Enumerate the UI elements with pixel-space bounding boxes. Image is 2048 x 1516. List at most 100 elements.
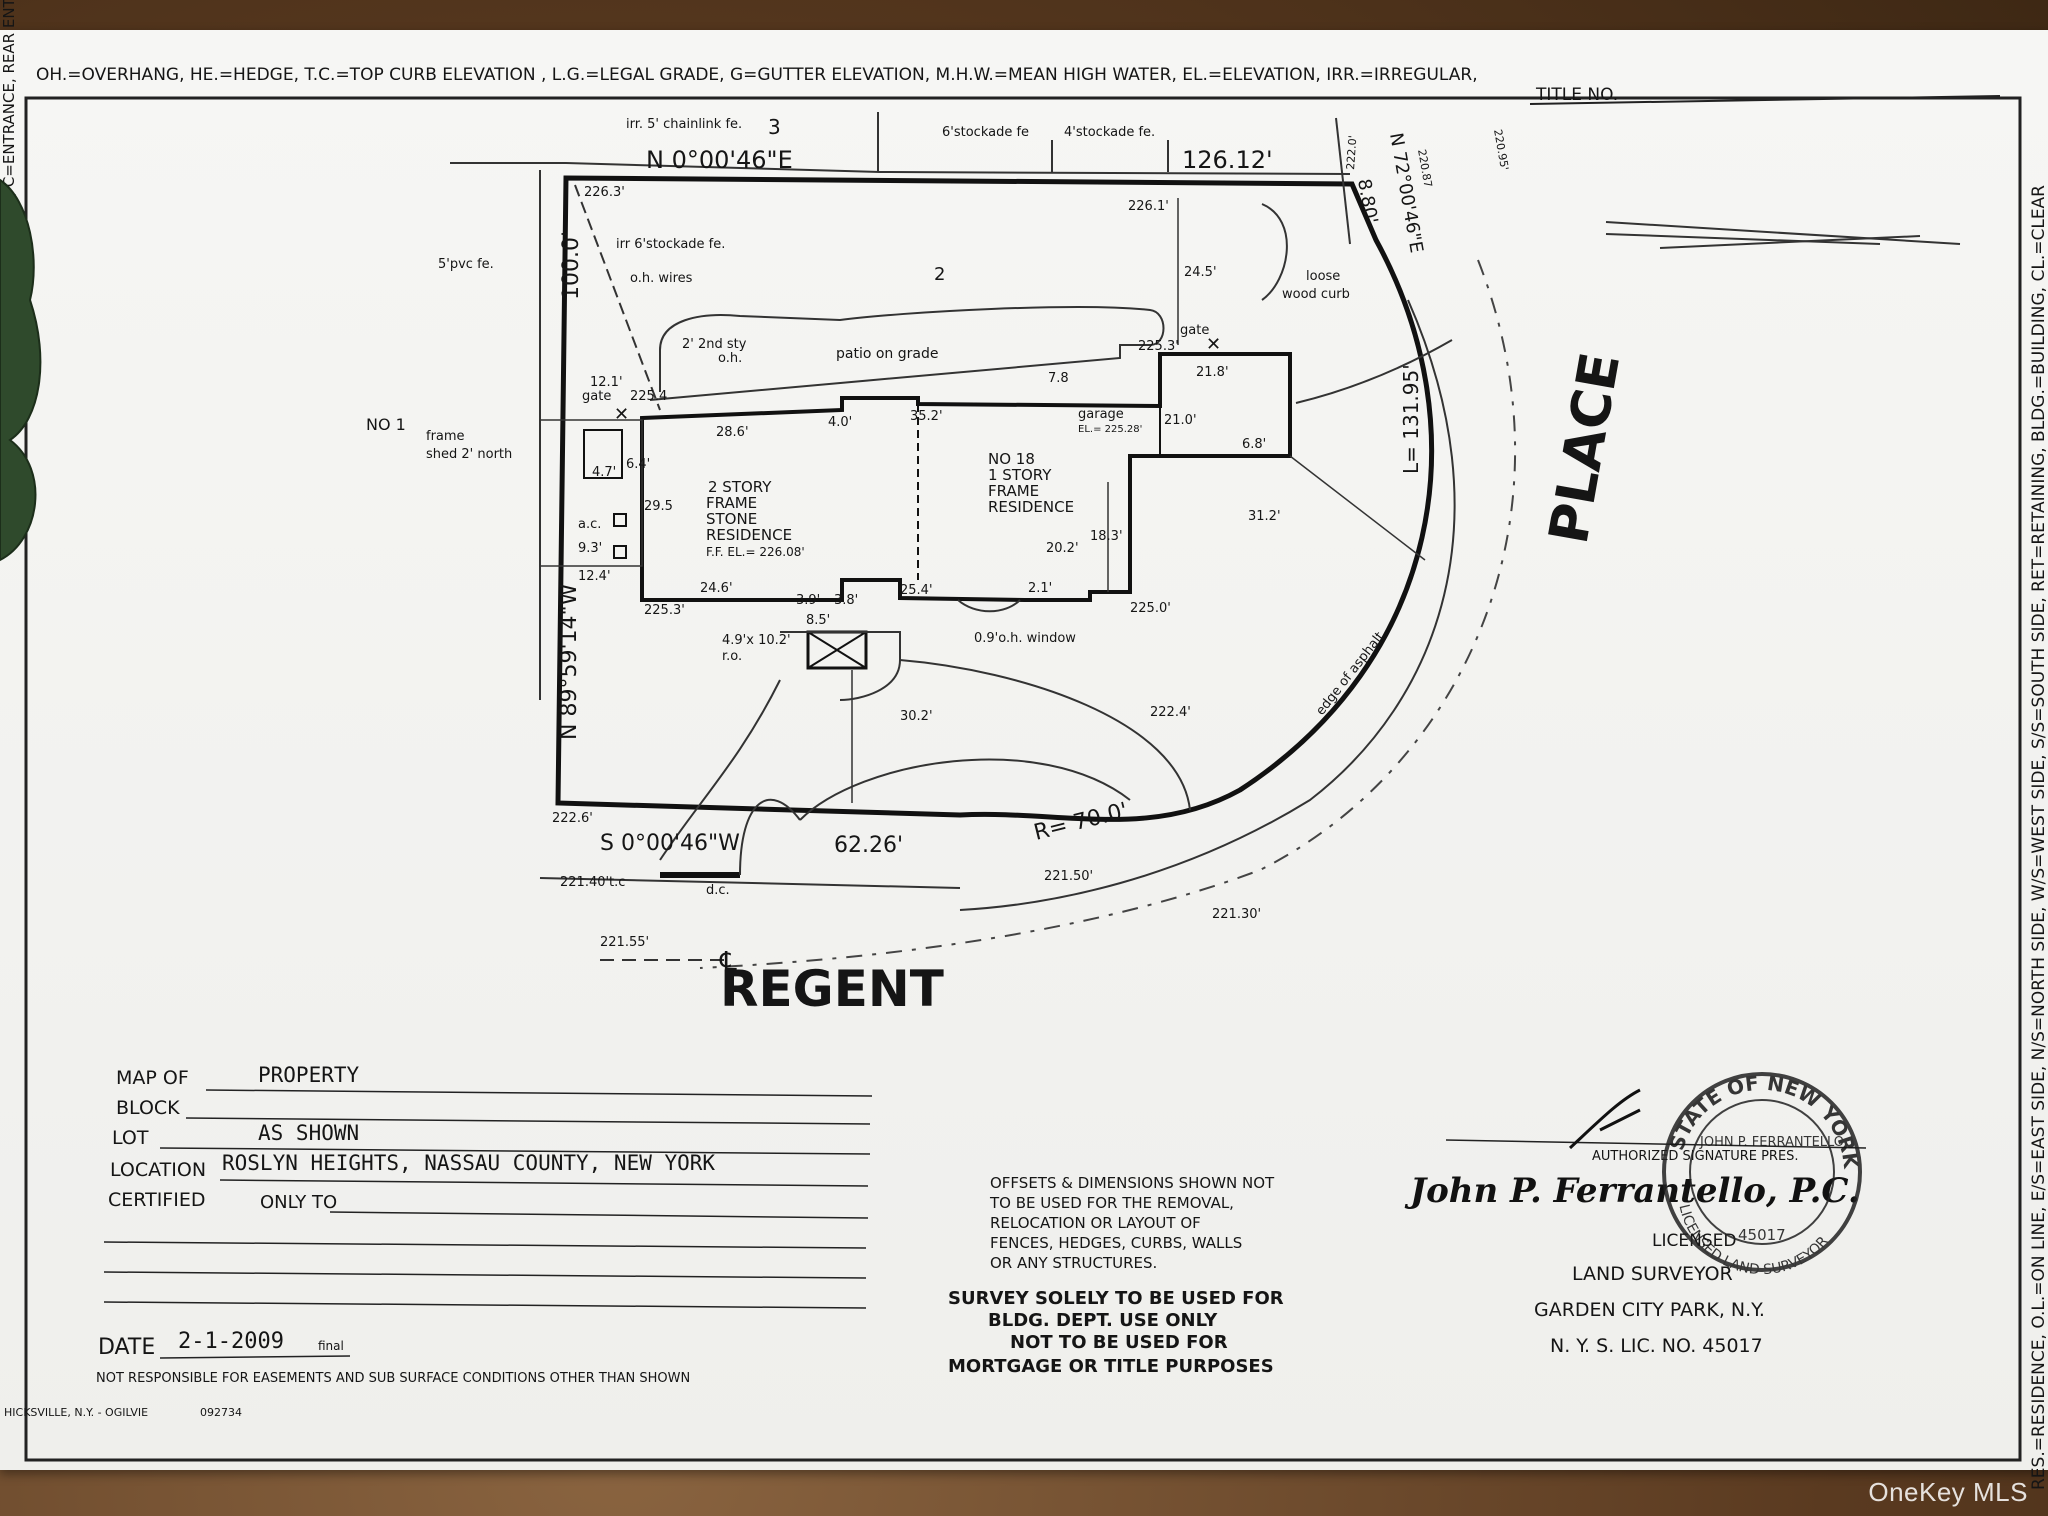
survey-line: MORTGAGE OR TITLE PURPOSES (948, 1356, 1274, 1377)
main-res-4: RESIDENCE (706, 526, 792, 544)
no18-3: FRAME (988, 482, 1039, 500)
date-suffix: final (318, 1339, 344, 1353)
ff-elevation: F.F. EL.= 226.08' (706, 545, 805, 559)
authorized-signature: AUTHORIZED SIGNATURE PRES. (1592, 1149, 1799, 1164)
north-dim: 126.12' (1182, 146, 1273, 174)
street-centerline (699, 259, 1517, 969)
seal-name: JOHN P. FERRANTELLO (1699, 1135, 1844, 1150)
south-bearing: S 0°00'46"W (600, 831, 740, 856)
street-regent: REGENT (720, 960, 944, 1018)
main-res-3: STONE (706, 510, 757, 528)
patio-outline (649, 306, 1165, 401)
property-boundary (555, 175, 1434, 822)
survey-line: NOT TO BE USED FOR (1010, 1332, 1228, 1353)
offsets-line: OR ANY STRUCTURES. (990, 1254, 1157, 1272)
garage-elevation: EL.= 225.28' (1078, 424, 1142, 435)
outer-frame (24, 96, 2022, 1462)
offsets-note: OFFSETS & DIMENSIONS SHOWN NOT TO BE USE… (989, 1174, 1275, 1272)
ro-dims: 4.9'x 10.2' (722, 633, 791, 648)
dim: 29.5 (644, 499, 673, 514)
watermark: OneKey MLS (1868, 1477, 2028, 1507)
gate-west: gate (582, 389, 611, 404)
dim: 18.3' (1090, 529, 1123, 544)
svg-text:✕: ✕ (1206, 334, 1221, 355)
fence-irr-stockade: irr 6'stockade fe. (616, 237, 725, 252)
dim: 2.1' (1028, 581, 1052, 596)
gate-east: gate (1180, 323, 1209, 338)
west-dim: 100.0' (559, 231, 584, 300)
dim: 25.4' (900, 583, 933, 598)
offsets-line: TO BE USED FOR THE REMOVAL, (989, 1194, 1234, 1212)
dim: 4.7' (592, 465, 616, 480)
north-fence (450, 162, 1351, 175)
dim: 30.2' (900, 709, 933, 724)
dim: 220.95' (1491, 128, 1511, 171)
west-bearing: N 89°59'14"W (557, 583, 582, 740)
offsets-line: OFFSETS & DIMENSIONS SHOWN NOT (990, 1174, 1275, 1192)
ac-unit (613, 545, 627, 559)
loose-curb: loose (1306, 269, 1340, 284)
dim: 21.8' (1196, 365, 1229, 380)
patio-label: patio on grade (836, 346, 938, 362)
seal-number: 45017 (1738, 1226, 1786, 1244)
offsets-line: FENCES, HEDGES, CURBS, WALLS (990, 1234, 1242, 1252)
survey-paper (0, 30, 2048, 1470)
shed-label-2: shed 2' north (426, 447, 512, 462)
dc-label: d.c. (706, 883, 730, 898)
lot-value: AS SHOWN (258, 1121, 359, 1145)
main-res-1: 2 STORY (708, 478, 772, 496)
map-of-label: MAP OF (116, 1067, 189, 1089)
driveway-west (659, 679, 781, 861)
disclaimer: NOT RESPONSIBLE FOR EASEMENTS AND SUB SU… (96, 1371, 690, 1386)
dim: 28.6' (716, 425, 749, 440)
dim: 221.50' (1044, 869, 1093, 884)
lot-2-label: 2 (934, 264, 945, 285)
dim: 6.4' (626, 457, 650, 472)
main-res-2: FRAME (706, 494, 757, 512)
dim: 222.4' (1150, 705, 1191, 720)
block-label: BLOCK (116, 1097, 180, 1119)
surveyor-city: GARDEN CITY PARK, N.Y. (1534, 1299, 1765, 1321)
signature-stroke (1568, 1088, 1641, 1150)
surveyor-signature: John P. Ferrantello, P.C. (1404, 1171, 1860, 1211)
wood-curb: wood curb (1282, 287, 1350, 302)
second-story: 2' 2nd sty (682, 337, 747, 352)
dim: 31.2' (1248, 509, 1281, 524)
dim: 9.3' (578, 541, 602, 556)
printer-no: 092734 (200, 1406, 242, 1419)
title-no: TITLE NO. (1535, 85, 1618, 105)
dim: 225.4 (630, 389, 667, 404)
legend-abbreviations: OH.=OVERHANG, HE.=HEDGE, T.C.=TOP CURB E… (36, 65, 1478, 85)
dim: 8.5' (806, 613, 830, 628)
no-1-label: NO 1 (366, 415, 406, 434)
dim: 6.8' (1242, 437, 1266, 452)
surveyor-license: N. Y. S. LIC. NO. 45017 (1550, 1335, 1763, 1357)
dim: 222.6' (552, 811, 593, 826)
pvc-fence: 5'pvc fe. (438, 257, 494, 272)
oh-wires: o.h. wires (630, 271, 693, 286)
dim: 4.0' (828, 415, 852, 430)
dim: 12.1' (590, 375, 623, 390)
certified-label: CERTIFIED (108, 1189, 205, 1211)
fence-stockade-6: 6'stockade fe (942, 125, 1029, 140)
dim: 3.9' (796, 593, 820, 608)
dim: 35.2' (910, 409, 943, 424)
green-object (0, 178, 42, 562)
radius-label: R= 70.0' (1031, 798, 1130, 845)
dim: 222.0' (1344, 135, 1359, 170)
dim: 24.6' (700, 581, 733, 596)
no18-4: RESIDENCE (988, 498, 1074, 516)
arc-length: L= 131.95' (1399, 364, 1423, 474)
south-curb (539, 877, 961, 889)
dim: 221.30' (1212, 907, 1261, 922)
ne-dim: 8.80' (1353, 177, 1382, 225)
curb-line (959, 299, 1456, 911)
dim: 225.3' (1138, 339, 1179, 354)
street-place: PLACE (1537, 348, 1632, 548)
frame-shed (583, 429, 623, 479)
no18-1: NO 18 (988, 450, 1035, 468)
dim: 24.5' (1184, 265, 1217, 280)
title-block: MAP OF PROPERTY BLOCK LOT AS SHOWN LOCAT… (4, 1063, 873, 1419)
offsets-line: RELOCATION OR LAYOUT OF (990, 1214, 1201, 1232)
